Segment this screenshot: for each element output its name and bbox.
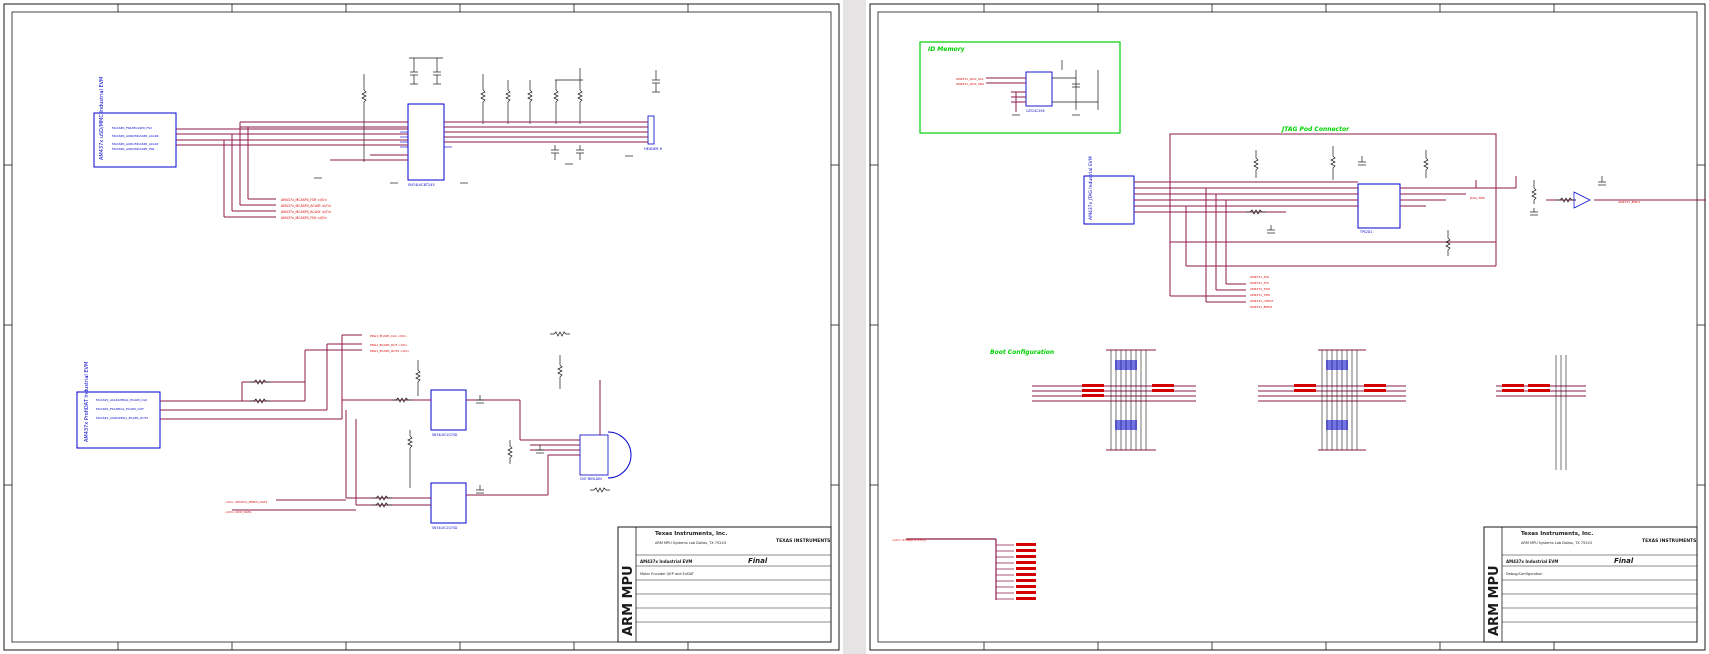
net-label-sysboot: <I/O> SYSBOOT[15:0] [892, 538, 926, 542]
bottom-pin-label-2: MCASP1_FSX/PRG1_ECAP0_OUT [96, 407, 144, 411]
pull-up-resistors [361, 68, 583, 162]
net-label-ecap0-clk: PRG1_ECAP0_CLK <I/O> [370, 334, 407, 338]
top-pin-label-1: MCASP0_FSR/MCASP0_FSX [112, 126, 152, 130]
id-memory-section: ID Memory CAT24C256 AM437x_I2C0_SCL [919, 41, 1121, 134]
title-block-right-sheet-name: Debug/Configuration [1506, 572, 1542, 576]
net-label-mmc-dat: <I/O> AM437x_MMC0_DAT2 [225, 500, 267, 504]
bottom-buffer-ic-top-part: SN74LVC1G7SD [432, 433, 458, 437]
bottom-buffer-ic-bottom: SN74LVC1G7SD [430, 482, 467, 530]
net-label-i2c-scl: AM437x_I2C0_SCL [956, 77, 984, 81]
level-shifter-part: SN74LVC8T245 [408, 183, 435, 187]
title-block-sheet-name: Motor Encoder QEP and EnDAT [640, 572, 695, 576]
title-block-right-status: Final [1614, 557, 1634, 565]
boot-switch-bank-3 [1496, 355, 1586, 470]
boot-switch-bank-1 [1032, 349, 1196, 451]
top-processor-box-title: AM437x uSD/MMC Industrial EVM [99, 77, 105, 160]
encoder-connector-part: CN7 MINI-DIN [580, 477, 602, 481]
sheet-border-right [869, 3, 1706, 651]
jtag-box-title: AM437x JTAG Industrial EVM [1088, 156, 1094, 220]
svg-text:AM437x_TMS: AM437x_TMS [1250, 293, 1270, 297]
net-label-i2c-dat: <I/O> I2C0_DATA [225, 510, 252, 514]
bottom-processor-box-title: AM437x ProfiDAT Industrial EVM [84, 362, 90, 442]
boot-bus-fanout: <I/O> SYSBOOT[15:0] [892, 538, 1036, 600]
svg-text:AM437x_nTRST: AM437x_nTRST [1250, 299, 1273, 303]
title-block-left: ARM MPU Texas Instruments, Inc. ARM MPU … [617, 526, 832, 643]
top-pin-label-2: MCASP0_AXR0/MCASP0_ACLKR [112, 134, 159, 138]
title-block-right-address: ARM MPU Systems Lab Dallas, TX 75243 [1521, 541, 1592, 545]
bottom-pin-label-3: MCASP1_AXR0/PRG1_ECAP0_OUT2 [96, 416, 148, 420]
net-label-fsx: AM437x_MCASP0_FSX <I/O> [281, 216, 327, 220]
net-label-aclkx: AM437x_MCASP0_ACLKX <I/O> [281, 210, 332, 214]
svg-text:AM437x_TDI: AM437x_TDI [1250, 281, 1269, 285]
title-block-status: Final [748, 557, 768, 565]
top-header-connector: HEADER 6 [644, 115, 662, 151]
svg-text:AM437x_TCK: AM437x_TCK [1250, 275, 1270, 279]
encoder-connector: CN7 MINI-DIN [579, 431, 632, 481]
bottom-net-labels: PRG1_ECAP0_CLK <I/O> PRG1_ECAP0_OUT <I/O… [225, 334, 410, 514]
sheet-gutter [843, 0, 866, 654]
title-block-side-text: ARM MPU [621, 565, 636, 636]
top-net-labels: AM437x_MCASP0_FSR <I/O> AM437x_MCASP0_AC… [281, 198, 332, 220]
svg-text:AM437x_EMU0: AM437x_EMU0 [1250, 305, 1272, 309]
bottom-pin-label-1: MCASP1_ACLKX/PRG1_ECAP0_CLK [96, 398, 148, 402]
jtag-label: JTAG Pod Connector [1281, 126, 1350, 133]
net-label-ecap0-out2: PRG1_ECAP0_OUT2 <I/O> [370, 349, 410, 353]
svg-text:JTAG_TMS: JTAG_TMS [1469, 196, 1485, 200]
title-block-logo: TEXAS INSTRUMENTS [776, 538, 830, 544]
bottom-processor-block: AM437x ProfiDAT Industrial EVM MCASP1_AC… [76, 362, 161, 449]
net-label-fsr: AM437x_MCASP0_FSR <I/O> [281, 198, 327, 202]
ground-symbols [314, 83, 660, 184]
top-header-connector-part: HEADER 6 [644, 147, 662, 151]
eeprom-part: CAT24C256 [1026, 109, 1044, 113]
title-block-right-side-text: ARM MPU [1487, 565, 1502, 636]
net-label-aclkr: AM437x_MCASP0_ACLKR <I/O> [281, 204, 332, 208]
jtag-net-labels: AM437x_TCK AM437x_TDI AM437x_TDO AM437x_… [1250, 196, 1640, 309]
title-block-right-logo: TEXAS INSTRUMENTS [1642, 538, 1696, 544]
schematic-sheet-right: ID Memory CAT24C256 AM437x_I2C0_SCL [866, 0, 1709, 654]
boot-config-label: Boot Configuration [990, 349, 1054, 356]
title-block-right-design: AM437x Industrial EVM [1506, 559, 1558, 564]
net-label-ecap0-out: PRG1_ECAP0_OUT <I/O> [370, 343, 408, 347]
top-pin-label-3: MCASP0_AXR1/MCASP0_ACLKX [112, 142, 159, 146]
decoupling-capacitors [409, 57, 660, 160]
title-block-address: ARM MPU Systems Lab Dallas, TX 75243 [655, 541, 726, 545]
bottom-buffer-ic-bottom-part: SN74LVC1G7SD [432, 526, 458, 530]
title-block-right-company: Texas Instruments, Inc. [1521, 531, 1593, 537]
bottom-signal-wires [160, 334, 601, 511]
title-block-right: ARM MPU Texas Instruments, Inc. ARM MPU … [1483, 526, 1698, 643]
top-processor-block: AM437x uSD/MMC Industrial EVM MCASP0_FSR… [93, 77, 177, 168]
sheet-border [3, 3, 840, 651]
schematic-sheet-left: AM437x uSD/MMC Industrial EVM MCASP0_FSR… [0, 0, 843, 654]
id-memory-label: ID Memory [928, 46, 966, 53]
boot-switch-bank-2 [1258, 349, 1406, 451]
top-signal-wires [176, 121, 648, 218]
top-pin-label-4: MCASP0_AXR2/MCASP0_FSR [112, 147, 155, 151]
title-block-design: AM437x Industrial EVM [640, 559, 692, 564]
jtag-section: JTAG Pod Connector AM437x JTAG Industria… [1083, 126, 1706, 309]
title-block-company: Texas Instruments, Inc. [655, 531, 727, 537]
boot-configuration-section: Boot Configuration [892, 349, 1586, 600]
net-label-i2c-sda: AM437x_I2C0_SDA [956, 82, 985, 86]
jtag-ic-part: TPS2D1 [1359, 230, 1372, 234]
svg-text:AM437x_EMU1: AM437x_EMU1 [1618, 200, 1640, 204]
bottom-buffer-ic-top: SN74LVC1G7SD [430, 389, 467, 437]
svg-text:AM437x_TDO: AM437x_TDO [1250, 287, 1271, 291]
bottom-passives [250, 331, 610, 508]
